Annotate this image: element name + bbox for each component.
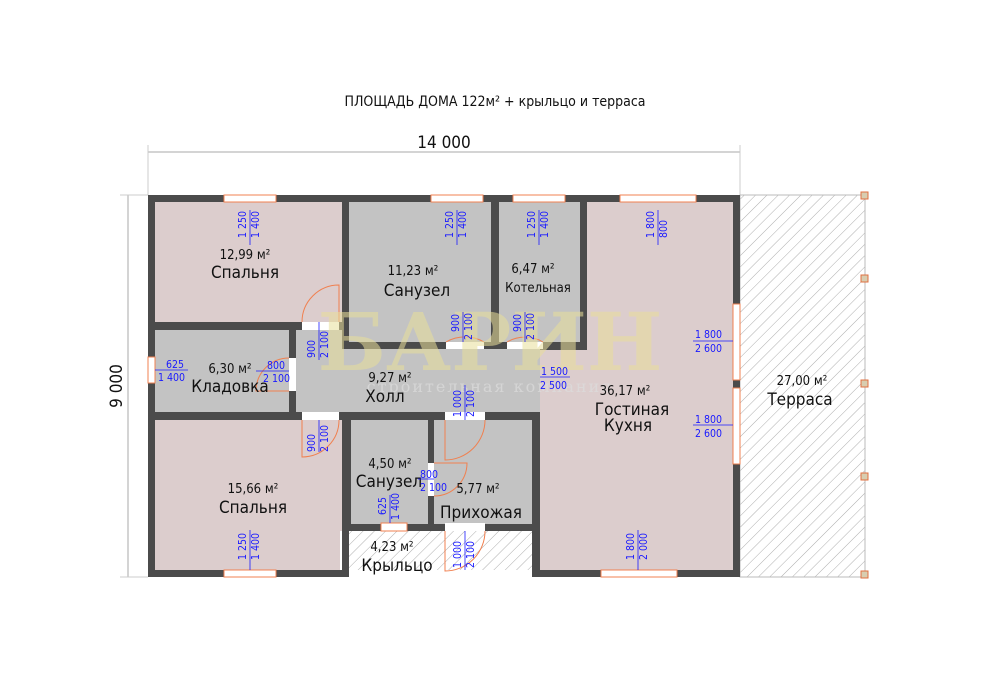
- opening-dim-a: 1 800: [625, 533, 637, 560]
- opening-dim-b: 1 400: [539, 211, 551, 238]
- room-name: Прихожая: [440, 503, 522, 523]
- opening-dim-a: 1 250: [526, 211, 538, 238]
- room-bathroom-2: [351, 420, 428, 524]
- room-area: 15,66 м²: [228, 482, 279, 497]
- opening-dim-b: 2 100: [465, 541, 477, 568]
- opening-dim-a: 800: [420, 469, 438, 481]
- window: [600, 569, 678, 578]
- room-area: 5,77 м²: [456, 482, 499, 497]
- room-name: Терраса: [766, 390, 832, 410]
- opening-dim-b: 1 400: [158, 372, 185, 384]
- room-area: 4,50 м²: [368, 457, 411, 472]
- terrace-posts: [860, 191, 869, 579]
- opening-dim-a: 1 250: [444, 211, 456, 238]
- opening-dim-b: 2 100: [465, 390, 477, 417]
- room-entrance: [434, 420, 532, 524]
- room-boiler: [499, 202, 580, 342]
- room-area: 6,30 м²: [208, 362, 251, 377]
- room-bathroom-1: [349, 202, 491, 342]
- room-name: Крыльцо: [361, 556, 432, 576]
- room-name: Спальня: [211, 263, 279, 283]
- opening-dim-b: 2 600: [695, 428, 722, 440]
- opening-dim-b: 1 400: [250, 533, 262, 560]
- room-area: 27,00 м²: [777, 374, 828, 389]
- room-living-kitchen: [540, 202, 733, 570]
- windows: [147, 194, 741, 578]
- room-area: 9,27 м²: [368, 371, 411, 386]
- height-dimension: 9 000: [107, 194, 148, 578]
- window: [732, 303, 741, 381]
- opening-dim-b: 2 100: [319, 331, 331, 358]
- opening-dim-a: 1 000: [452, 390, 464, 417]
- svg-text:строительная компания: строительная компания: [367, 377, 614, 396]
- plan-title: ПЛОЩАДЬ ДОМА 122м² + крыльцо и терраса: [344, 94, 645, 110]
- room-name: Гостиная: [595, 400, 670, 420]
- room-area: 12,99 м²: [220, 248, 271, 263]
- opening-dim-a: 900: [306, 340, 318, 358]
- opening-dim-b: 2 100: [319, 425, 331, 452]
- room-area: 6,47 м²: [511, 262, 554, 277]
- window: [223, 569, 277, 578]
- window: [512, 194, 566, 203]
- opening-dim-b: 2 000: [638, 533, 650, 560]
- opening-dim-b: 1 400: [250, 211, 262, 238]
- opening-dim-b: 1 400: [457, 211, 469, 238]
- opening-dim-a: 625: [166, 359, 184, 371]
- opening-dim-a: 1 800: [645, 211, 657, 238]
- opening-dim-a: 1 800: [695, 329, 722, 341]
- opening-dim-b: 2 500: [540, 380, 567, 392]
- room-area: 36,17 м²: [600, 384, 651, 399]
- window: [147, 356, 156, 384]
- room-name: Кладовка: [191, 377, 269, 397]
- watermark: БАРИН строительная компания: [318, 295, 663, 396]
- opening-dim-a: 1 250: [237, 211, 249, 238]
- svg-text:БАРИН: БАРИН: [318, 295, 663, 389]
- opening-dim-a: 625: [377, 497, 389, 515]
- opening-dim-b: 2 600: [695, 343, 722, 355]
- opening-dim-b: 2 100: [525, 313, 537, 340]
- room-area: 4,23 м²: [370, 540, 413, 555]
- room-name: Спальня: [219, 498, 287, 518]
- opening-dim-a: 800: [267, 360, 285, 372]
- opening-dim-a: 900: [450, 314, 462, 332]
- opening-dim-b: 2 100: [463, 313, 475, 340]
- opening-dim-a: 900: [306, 434, 318, 452]
- opening-dim-b: 800: [658, 220, 670, 238]
- room-area: 11,23 м²: [388, 264, 439, 279]
- opening-dim-a: 1 500: [541, 366, 568, 378]
- opening-dim-a: 1 000: [452, 541, 464, 568]
- width-dimension: 14 000: [147, 133, 741, 195]
- opening-leaders: [155, 210, 733, 570]
- window: [619, 194, 697, 203]
- room-name: Холл: [365, 387, 404, 407]
- opening-dim-b: 2 100: [263, 373, 290, 385]
- room-bedroom-1: [155, 202, 342, 322]
- porch: [349, 531, 532, 577]
- window: [732, 387, 741, 465]
- opening-dim-b: 1 400: [390, 493, 402, 520]
- room-name: Котельная: [505, 281, 571, 296]
- opening-dim-a: 900: [512, 314, 524, 332]
- opening-dim-a: 1 250: [237, 533, 249, 560]
- room-name: Санузел: [384, 281, 450, 301]
- height-label: 9 000: [107, 364, 127, 408]
- room-bedroom-2: [155, 420, 342, 570]
- room-name: Кухня: [604, 416, 652, 436]
- width-label: 14 000: [417, 133, 471, 153]
- opening-dim-b: 2 100: [420, 482, 447, 494]
- opening-dim-a: 1 800: [695, 414, 722, 426]
- window: [380, 522, 408, 532]
- terrace: [739, 194, 866, 578]
- room-name: Санузел: [356, 472, 422, 492]
- window: [430, 194, 484, 203]
- room-hall: [296, 330, 540, 412]
- window: [223, 194, 277, 203]
